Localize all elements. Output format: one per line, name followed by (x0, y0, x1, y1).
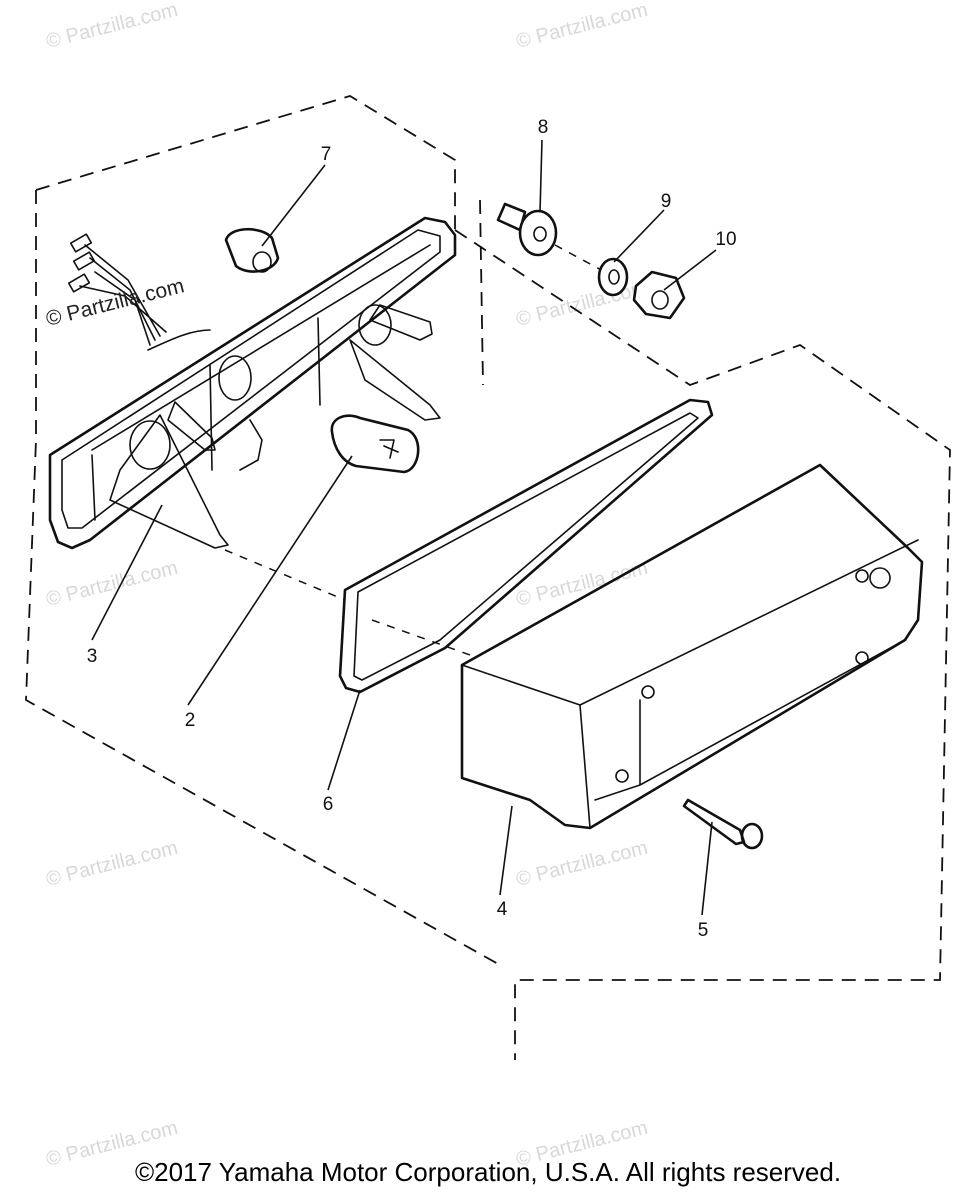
callout-label: 3 (87, 646, 98, 667)
callout-label: 10 (715, 229, 736, 250)
washer (597, 257, 629, 297)
watermark: © Partzilla.com (44, 0, 180, 53)
lens (460, 463, 924, 830)
watermark: © Partzilla.com (514, 837, 650, 891)
callout-label: 6 (323, 794, 334, 815)
lamp-base-housing (48, 216, 457, 550)
bulb (330, 414, 420, 474)
wire-harness (67, 233, 211, 351)
screw (682, 798, 764, 850)
callout-label: 4 (497, 899, 508, 920)
stud (496, 202, 558, 257)
watermark-prominent: © Partzilla.com (44, 274, 187, 331)
callout-label: 8 (538, 117, 549, 138)
watermark: © Partzilla.com (514, 557, 650, 611)
callout-labels: 7 8 9 10 3 2 6 4 5 (87, 117, 737, 941)
assembly-boundary-left (25, 95, 501, 966)
watermark-layer: © Partzilla.com © Partzilla.com © Partzi… (44, 0, 650, 1171)
callout-label: 7 (321, 144, 332, 165)
callout-label: 9 (661, 191, 672, 212)
copyright-notice: ©2017 Yamaha Motor Corporation, U.S.A. A… (134, 1157, 842, 1187)
assembly-boundary-right (454, 199, 951, 1060)
screw-axis-line (224, 244, 606, 656)
callout-label: 5 (698, 920, 709, 941)
watermark: © Partzilla.com (514, 277, 650, 331)
leader-lines (91, 139, 717, 916)
gasket (338, 398, 714, 694)
callout-label: 2 (185, 710, 196, 731)
watermark: © Partzilla.com (514, 0, 650, 53)
watermark: © Partzilla.com (44, 837, 180, 891)
grommet (224, 227, 280, 273)
